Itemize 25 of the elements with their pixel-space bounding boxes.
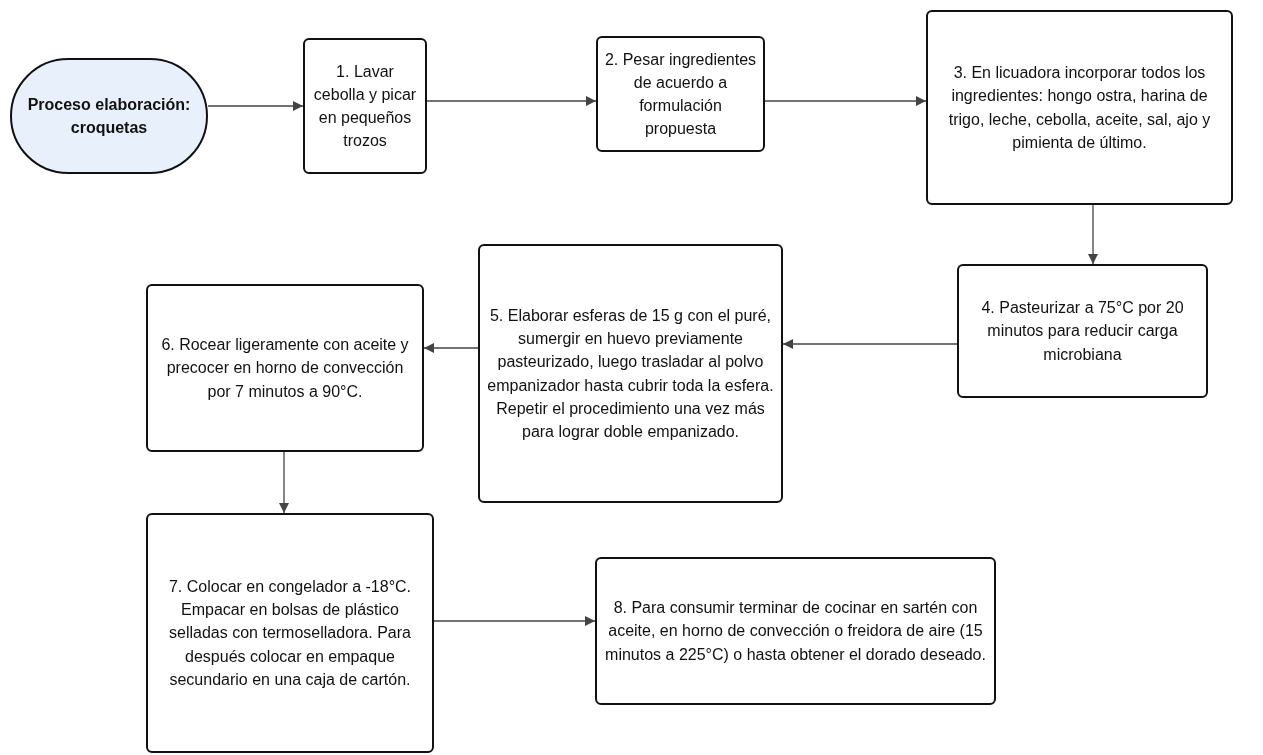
arrow <box>433 616 596 626</box>
process-box <box>596 36 765 152</box>
process-box <box>478 244 783 503</box>
step-text: 6. Rocear ligeramente con aceite y precocer en horno de convección por 7 minutos a 90°C. <box>160 335 410 402</box>
step-text: 3. En licuadora incorporar todos los ingredientes: hongo ostra, harina de trigo, leche, cebolla, aceite, sal, ajo y pimienta de último. <box>947 63 1212 153</box>
process-box <box>303 38 427 174</box>
arrow <box>279 451 289 514</box>
step-text: 7. Colocar en congelador a -18°C. Empacar en bolsas de plástico selladas con termoselladora. Para después colocar en empaque secundario en una caja de cartón. <box>167 577 413 690</box>
step-text: 2. Pesar ingredientes de acuerdo a formulación propuesta <box>603 49 758 140</box>
process-box <box>146 284 424 452</box>
arrow <box>426 96 597 106</box>
step-text: 4. Pasteurizar a 75°C por 20 minutos para reducir carga microbiana <box>980 298 1185 365</box>
arrow <box>207 101 304 111</box>
arrow <box>1088 204 1098 265</box>
step-text: 1. Lavar cebolla y picar en pequeños trozos <box>312 61 418 152</box>
arrow <box>423 343 479 353</box>
step-text: Proceso elaboración: croquetas <box>26 94 192 138</box>
process-box <box>926 10 1233 205</box>
arrow <box>782 339 958 349</box>
process-box <box>957 264 1208 398</box>
process-box <box>595 557 996 705</box>
process-box <box>146 513 434 753</box>
step-text: 5. Elaborar esferas de 15 g con el puré, sumergir en huevo previamente pasteurizado, luego trasladar al polvo empanizador hasta cubrir toda la esfera. Repetir el procedimiento una vez más para lograr doble empanizado. <box>486 305 775 442</box>
arrow <box>764 96 927 106</box>
step-text: 8. Para consumir terminar de cocinar en sartén con aceite, en horno de convección o freidora de aire (15 minutos a 225°C) o hasta obtener el dorado deseado. <box>604 598 987 665</box>
